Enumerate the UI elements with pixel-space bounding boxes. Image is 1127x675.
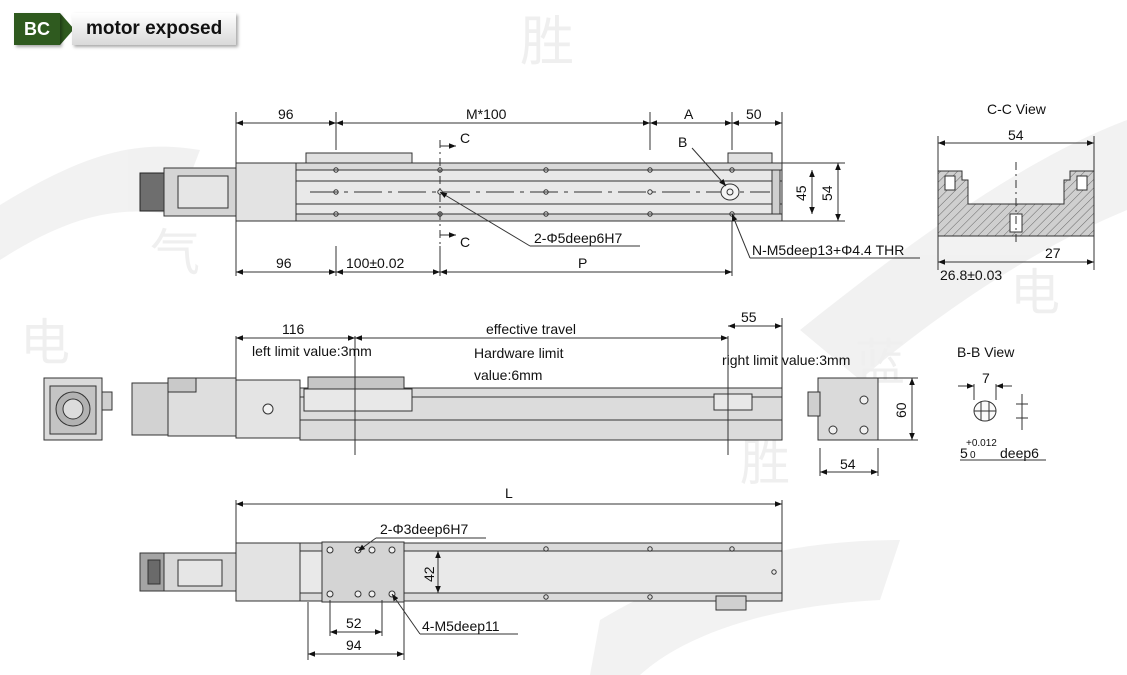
cc-view (937, 136, 1095, 270)
side-view (43, 318, 918, 476)
watermark-swoosh-2 (800, 120, 1127, 380)
dim-116: 116 (282, 321, 305, 337)
dim-50: 50 (746, 106, 762, 122)
bb-dia-5: 5 (960, 445, 968, 461)
dim-l: L (505, 485, 513, 501)
bb-depth: deep6 (1000, 445, 1039, 461)
section-label-c-top: C (460, 130, 470, 146)
watermark-char: 胜 (740, 435, 790, 491)
dim-100-tol: 100±0.02 (346, 255, 405, 271)
cc-dim-right: 27 (1045, 245, 1061, 261)
top-view (139, 112, 920, 276)
pin-holes: 2-Φ3deep6H7 (380, 521, 468, 537)
dim-52: 52 (346, 615, 362, 631)
bb-tol-sup: +0.012 (966, 438, 997, 449)
bb-view-labels: B-B View 7 5 +0.012 0 deep6 (957, 344, 1039, 461)
dim-94: 94 (346, 637, 362, 653)
dim-55: 55 (741, 309, 757, 325)
callout-holes: 2-Φ5deep6H7 (534, 230, 622, 246)
right-limit: right limit value:3mm (722, 352, 850, 368)
thread-holes: 4-M5deep11 (422, 618, 500, 634)
cc-width: 54 (1008, 127, 1024, 143)
bottom-view (139, 500, 783, 660)
dim-a: A (684, 106, 694, 122)
section-header: BC motor exposed (14, 12, 237, 46)
section-title: motor exposed (72, 13, 237, 45)
dim-42: 42 (421, 566, 437, 582)
left-limit: left limit value:3mm (252, 343, 372, 359)
section-code-badge: BC (14, 13, 60, 45)
top-view-labels: 96 M*100 A 50 C C B 45 54 96 100±0.02 P … (276, 106, 904, 271)
effective-travel: effective travel (486, 321, 576, 337)
bb-width-7: 7 (982, 370, 990, 386)
badge-arrow (60, 13, 74, 45)
section-label-c-bottom: C (460, 234, 470, 250)
watermark-char: 电 (1010, 265, 1060, 321)
bb-view-title: B-B View (957, 344, 1015, 360)
cc-view-labels: C-C View 54 26.8±0.03 27 (940, 101, 1061, 283)
hardware-limit-line1: Hardware limit (474, 345, 564, 361)
hardware-limit-line2: value:6mm (474, 367, 542, 383)
callout-thread: N-M5deep13+Φ4.4 THR (752, 242, 904, 258)
cc-view-title: C-C View (987, 101, 1047, 117)
dim-96-bottom: 96 (276, 255, 292, 271)
bb-tol-sub: 0 (970, 450, 976, 461)
cc-dim-left: 26.8±0.03 (940, 267, 1002, 283)
bottom-view-labels: L 2-Φ3deep6H7 42 52 94 4-M5deep11 (346, 485, 513, 653)
dim-m100: M*100 (466, 106, 507, 122)
dim-p: P (578, 255, 587, 271)
watermark-char: 胜 (520, 12, 574, 72)
detail-label-b: B (678, 134, 687, 150)
bb-view (958, 383, 1046, 461)
dim-96-top: 96 (278, 106, 294, 122)
dim-54: 54 (819, 185, 835, 201)
side-view-labels: 116 left limit value:3mm effective trave… (252, 309, 909, 472)
watermark-char: 电 (20, 315, 70, 371)
dim-45: 45 (793, 185, 809, 201)
watermark-char: 气 (150, 225, 200, 281)
end-width-54: 54 (840, 456, 856, 472)
end-height-60: 60 (893, 402, 909, 418)
